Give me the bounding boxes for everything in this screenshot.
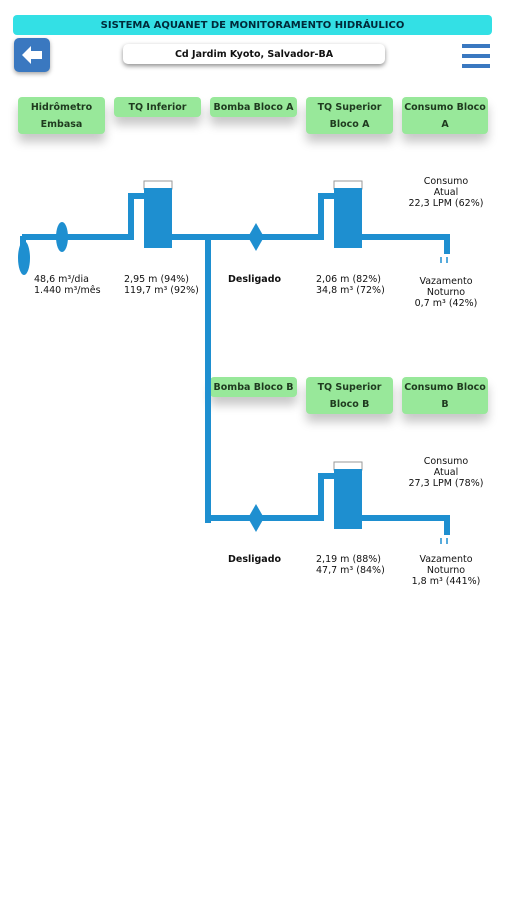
button-label: B bbox=[441, 398, 449, 410]
button-label: Bomba Bloco A bbox=[213, 101, 294, 113]
upper-tank-a-volume: 34,8 m³ (72%) bbox=[316, 285, 385, 296]
pump-b-icon[interactable] bbox=[248, 504, 264, 532]
leak-b-value: 1,8 m³ (441%) bbox=[411, 576, 481, 587]
pump-b-status: Desligado bbox=[228, 554, 281, 565]
upper-tank-b-reading: 2,19 m (88%) 47,7 m³ (84%) bbox=[316, 554, 385, 576]
app-title: SISTEMA AQUANET DE MONITORAMENTO HIDRÁUL… bbox=[100, 19, 405, 31]
upper-tank-b-icon[interactable] bbox=[334, 469, 362, 529]
button-label: TQ Superior bbox=[317, 101, 382, 113]
leak-b-label: Noturno bbox=[426, 565, 466, 576]
leak-a-label: Vazamento bbox=[419, 276, 473, 287]
meter-reading: 48,6 m³/dia 1.440 m³/mês bbox=[34, 274, 101, 296]
pipe-segment bbox=[170, 234, 322, 240]
leak-a-reading: Vazamento Noturno 0,7 m³ (42%) bbox=[404, 276, 488, 309]
button-label: Embasa bbox=[40, 118, 83, 130]
consumption-b-label: Atual bbox=[433, 467, 459, 478]
lower-tank-level: 2,95 m (94%) bbox=[124, 274, 189, 285]
pipe-segment bbox=[318, 473, 324, 521]
button-label: TQ Inferior bbox=[128, 101, 187, 113]
meter-day: 48,6 m³/dia bbox=[34, 274, 89, 285]
app-title-bar: SISTEMA AQUANET DE MONITORAMENTO HIDRÁUL… bbox=[13, 15, 492, 35]
location-label: Cd Jardim Kyoto, Salvador-BA bbox=[123, 44, 385, 64]
upper-tank-a-level: 2,06 m (82%) bbox=[316, 274, 381, 285]
upper-tank-a-reading: 2,06 m (82%) 34,8 m³ (72%) bbox=[316, 274, 385, 296]
tq-inferior-button[interactable]: TQ Inferior bbox=[114, 97, 201, 117]
pipe-segment bbox=[362, 515, 450, 521]
leak-a-value: 0,7 m³ (42%) bbox=[414, 298, 478, 309]
consumption-b-value: 27,3 LPM (78%) bbox=[408, 478, 484, 489]
leak-b-reading: Vazamento Noturno 1,8 m³ (441%) bbox=[404, 554, 488, 587]
meter-month: 1.440 m³/mês bbox=[34, 285, 101, 296]
location-text: Cd Jardim Kyoto, Salvador-BA bbox=[174, 48, 334, 60]
pipe-segment bbox=[362, 234, 450, 240]
upper-tank-a-icon[interactable] bbox=[334, 188, 362, 248]
consumption-b-reading: Consumo Atual 27,3 LPM (78%) bbox=[404, 456, 488, 489]
consumption-b-label: Consumo bbox=[423, 456, 469, 467]
pipe-segment bbox=[444, 515, 450, 535]
pipe-segment bbox=[128, 193, 146, 199]
pipe-segment bbox=[205, 237, 211, 523]
button-label: Bloco A bbox=[329, 118, 370, 130]
button-label: Consumo Bloco bbox=[404, 381, 486, 393]
hamburger-menu-icon bbox=[462, 44, 490, 68]
consumption-a-reading: Consumo Atual 22,3 LPM (62%) bbox=[404, 176, 488, 209]
back-button[interactable] bbox=[14, 38, 50, 72]
button-label: Bloco B bbox=[329, 398, 370, 410]
pump-a-status-text: Desligado bbox=[228, 274, 282, 285]
button-label: A bbox=[441, 118, 449, 130]
pipe-segment bbox=[128, 193, 134, 240]
consumption-a-label: Atual bbox=[433, 187, 459, 198]
upper-tank-a-cap bbox=[333, 180, 363, 190]
leak-b-label: Vazamento bbox=[419, 554, 473, 565]
consumo-bloco-a-button[interactable]: Consumo Bloco A bbox=[402, 97, 488, 134]
pipe-segment bbox=[22, 234, 132, 240]
pump-a-icon[interactable] bbox=[248, 223, 264, 251]
pipe-segment bbox=[318, 193, 324, 240]
pump-a-status: Desligado bbox=[228, 274, 281, 285]
pipe-segment bbox=[318, 193, 336, 199]
leak-a-label: Noturno bbox=[426, 287, 466, 298]
upper-tank-b-volume: 47,7 m³ (84%) bbox=[316, 565, 385, 576]
button-label: Hidrômetro bbox=[30, 101, 93, 113]
button-label: TQ Superior bbox=[317, 381, 382, 393]
pipe-segment bbox=[318, 473, 336, 479]
pipe-segment bbox=[444, 234, 450, 254]
tq-superior-bloco-a-button[interactable]: TQ Superior Bloco A bbox=[306, 97, 393, 134]
upper-tank-b-cap bbox=[333, 461, 363, 471]
menu-button[interactable] bbox=[461, 41, 491, 71]
lower-tank-icon[interactable] bbox=[144, 188, 172, 248]
consumption-a-value: 22,3 LPM (62%) bbox=[408, 198, 484, 209]
consumo-bloco-b-button[interactable]: Consumo Bloco B bbox=[402, 377, 488, 414]
lower-tank-cap bbox=[143, 180, 173, 190]
button-label: Consumo Bloco bbox=[404, 101, 486, 113]
lower-tank-volume: 119,7 m³ (92%) bbox=[124, 285, 199, 296]
lower-tank-reading: 2,95 m (94%) 119,7 m³ (92%) bbox=[124, 274, 199, 296]
button-label: Bomba Bloco B bbox=[213, 381, 294, 393]
consumption-a-label: Consumo bbox=[423, 176, 469, 187]
valve-icon bbox=[56, 222, 68, 252]
tq-superior-bloco-b-button[interactable]: TQ Superior Bloco B bbox=[306, 377, 393, 414]
arrow-left-icon bbox=[22, 46, 42, 64]
bomba-bloco-b-button[interactable]: Bomba Bloco B bbox=[210, 377, 297, 397]
bomba-bloco-a-button[interactable]: Bomba Bloco A bbox=[210, 97, 297, 117]
hidrometro-embasa-button[interactable]: Hidrômetro Embasa bbox=[18, 97, 105, 134]
pump-b-status-text: Desligado bbox=[228, 554, 282, 565]
upper-tank-b-level: 2,19 m (88%) bbox=[316, 554, 381, 565]
